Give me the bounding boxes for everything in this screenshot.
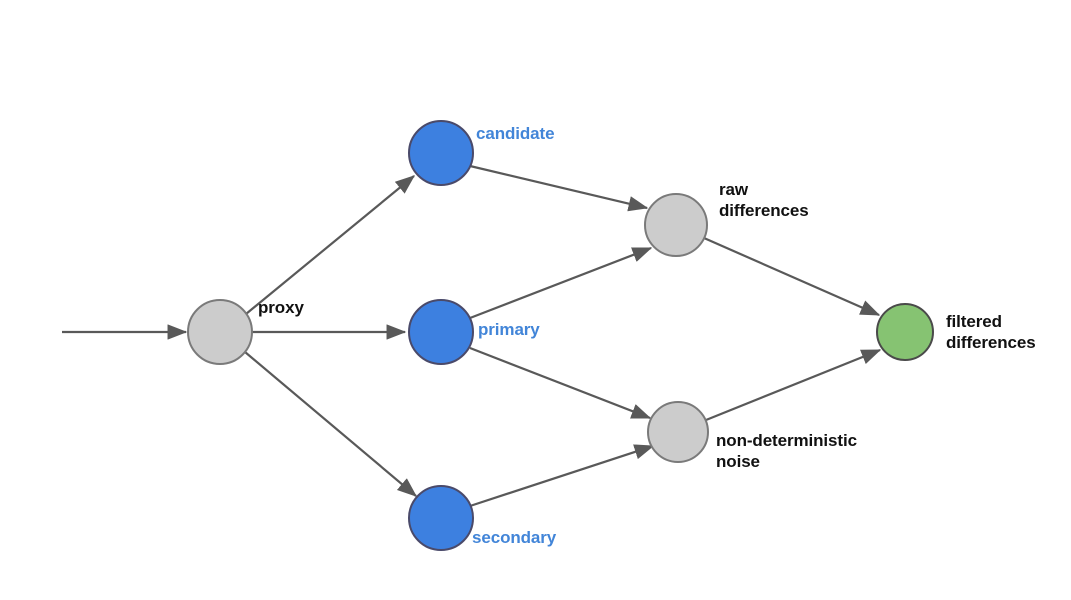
edges-layer	[62, 164, 882, 508]
node-label-primary: primary	[478, 320, 540, 339]
edge-proxy-to-secondary	[244, 351, 418, 497]
node-label-raw-differences: raw differences	[719, 180, 809, 220]
edge-raw-differences-to-filtered	[703, 236, 881, 317]
nodes-layer	[187, 120, 934, 551]
node-primary[interactable]	[408, 299, 474, 365]
edge-candidate-to-raw-differences	[469, 164, 649, 212]
edge-primary-to-noise	[469, 346, 652, 420]
edge-secondary-to-noise	[469, 444, 655, 508]
edge-proxy-to-candidate	[245, 175, 416, 315]
node-label-secondary: secondary	[472, 528, 557, 547]
node-label-non-deterministic-noise: non-deterministic noise	[716, 431, 857, 471]
node-label-filtered-differences: filtered differences	[946, 312, 1036, 352]
node-raw-differences[interactable]	[644, 193, 708, 257]
node-proxy[interactable]	[187, 299, 253, 365]
node-filtered-differences[interactable]	[876, 303, 934, 361]
edge-primary-to-raw-differences	[469, 246, 653, 320]
node-secondary[interactable]	[408, 485, 474, 551]
edge-noise-to-filtered	[705, 348, 882, 422]
node-non-deterministic-noise[interactable]	[647, 401, 709, 463]
node-candidate[interactable]	[408, 120, 474, 186]
node-label-candidate: candidate	[476, 124, 555, 143]
node-label-proxy: proxy	[258, 298, 304, 317]
